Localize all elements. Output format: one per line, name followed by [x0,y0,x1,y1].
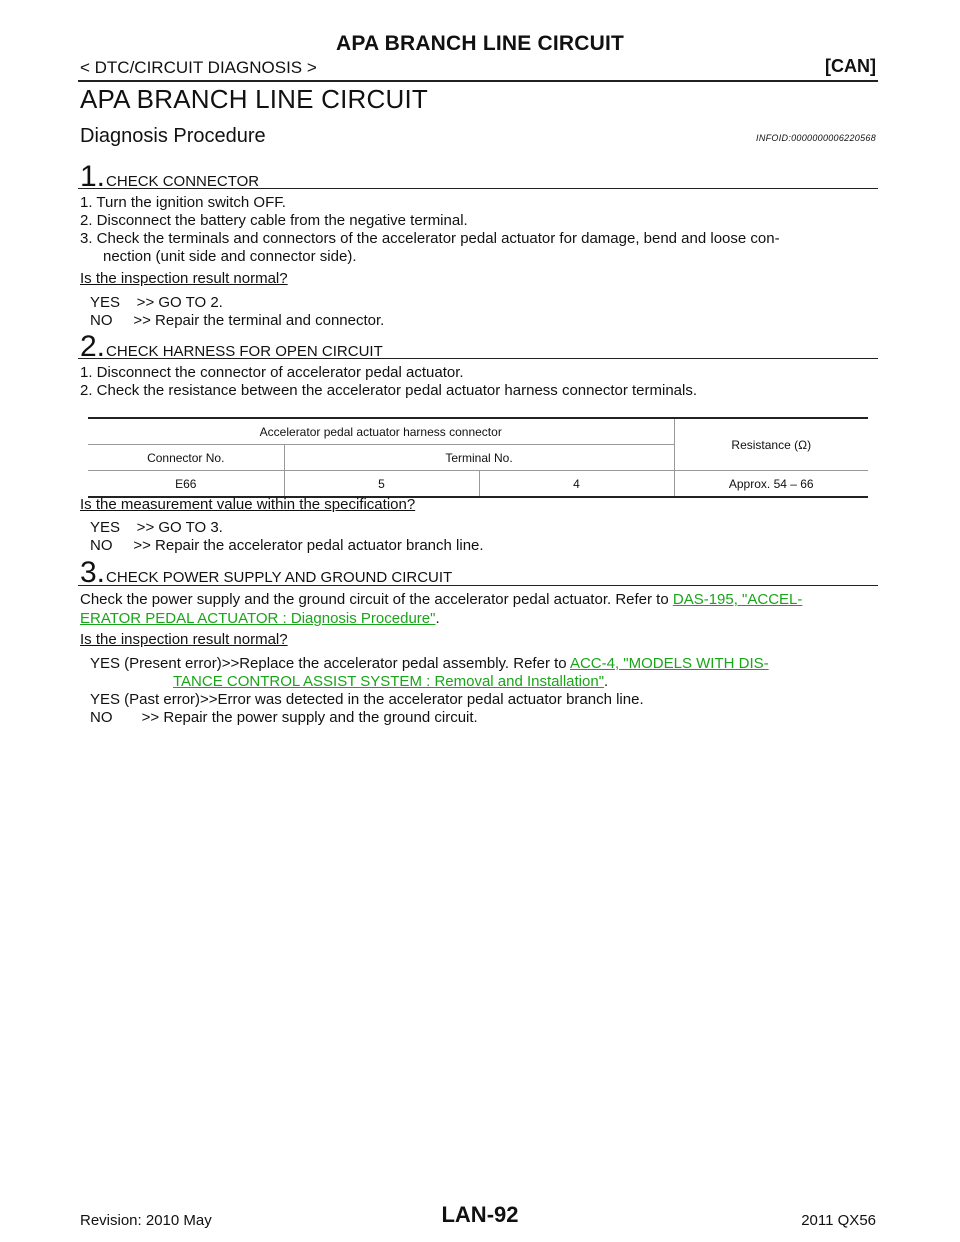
table-group-header: Accelerator pedal actuator harness conne… [88,417,675,445]
table-resistance-header: Resistance (Ω) [674,417,868,471]
subsection-title: Diagnosis Procedure [80,125,266,147]
step-1-heading: 1.CHECK CONNECTOR [80,160,259,194]
step-number: 1. [80,160,106,193]
step-divider [78,188,878,189]
acc-4-link[interactable]: ACC-4, "MODELS WITH DIS- [569,655,769,672]
list-item: 3. Check the terminals and connectors of… [80,230,780,247]
answer-no: NO >> Repair the terminal and connector. [90,312,385,329]
measurement-question: Is the measurement value within the spec… [80,496,416,513]
header-divider [78,80,878,82]
table-cell-terminal-b: 4 [479,470,675,498]
list-item: 1. Disconnect the connector of accelerat… [80,364,464,381]
step-3-text: Check the power supply and the ground ci… [80,590,880,609]
running-title: APA BRANCH LINE CIRCUIT [335,32,625,55]
table-cell-connector: E66 [88,470,285,498]
list-item: 2. Check the resistance between the acce… [80,382,698,399]
inspection-question: Is the inspection result normal? [80,631,288,648]
answer-present-error: YES (Present error)>>Replace the acceler… [90,655,769,672]
page-number: LAN-92 [441,1202,519,1227]
table-terminal-header: Terminal No. [284,444,675,471]
step-title: CHECK POWER SUPPLY AND GROUND CIRCUIT [106,569,453,586]
answer-no: NO >> Repair the power supply and the gr… [90,709,478,726]
table-cell-terminal-a: 5 [284,470,480,498]
breadcrumb: < DTC/CIRCUIT DIAGNOSIS > [80,58,317,77]
step-title: CHECK CONNECTOR [106,173,260,190]
das-195-link[interactable]: DAS-195, "ACCEL- [672,591,803,608]
step-divider [78,358,878,359]
section-tag: [CAN] [825,56,876,76]
list-item: 1. Turn the ignition switch OFF. [80,194,286,211]
answer-present-error-text: YES (Present error)>>Replace the acceler… [90,655,567,672]
das-195-link-continuation[interactable]: ERATOR PEDAL ACTUATOR : Diagnosis Proced… [80,610,436,627]
step-3-text-continuation: ERATOR PEDAL ACTUATOR : Diagnosis Proced… [80,610,440,627]
step-3-heading: 3.CHECK POWER SUPPLY AND GROUND CIRCUIT [80,556,452,590]
inspection-question: Is the inspection result normal? [80,270,288,287]
acc-4-link-continuation[interactable]: TANCE CONTROL ASSIST SYSTEM : Removal an… [173,673,605,690]
step-divider [78,585,878,586]
model-label: 2011 QX56 [801,1212,876,1229]
table-cell-resistance: Approx. 54 – 66 [674,470,868,498]
step-2-heading: 2.CHECK HARNESS FOR OPEN CIRCUIT [80,330,383,364]
resistance-spec-table: Accelerator pedal actuator harness conne… [88,417,868,498]
step-number: 2. [80,330,106,363]
list-item-continuation: nection (unit side and connector side). [103,248,357,265]
answer-yes: YES >> GO TO 3. [90,519,223,536]
step-number: 3. [80,556,106,589]
page-title: APA BRANCH LINE CIRCUIT [80,84,428,114]
answer-yes: YES >> GO TO 2. [90,294,223,311]
list-item: 2. Disconnect the battery cable from the… [80,212,468,229]
answer-present-error-continuation: TANCE CONTROL ASSIST SYSTEM : Removal an… [173,673,609,690]
table-connector-header: Connector No. [88,444,285,471]
step-title: CHECK HARNESS FOR OPEN CIRCUIT [106,343,383,360]
table-row: E66 5 4 Approx. 54 – 66 [88,470,868,498]
info-id: INFOID:0000000006220568 [756,133,876,143]
refer-text: Check the power supply and the ground ci… [80,591,669,608]
revision-label: Revision: 2010 May [80,1212,212,1229]
answer-no: NO >> Repair the accelerator pedal actua… [90,537,484,554]
answer-past-error: YES (Past error)>>Error was detected in … [90,691,644,708]
